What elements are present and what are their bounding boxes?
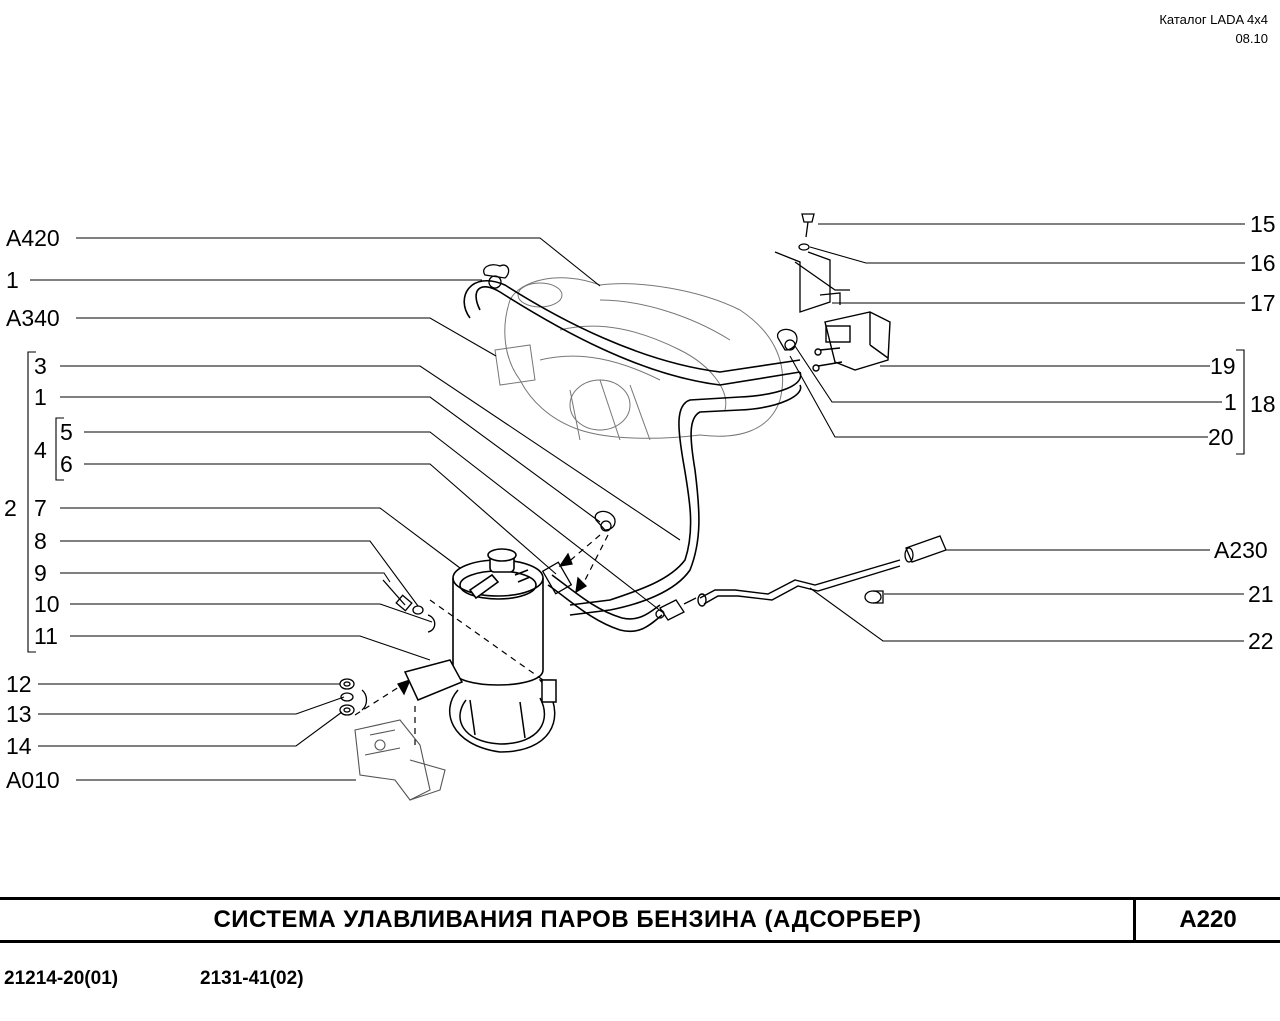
title-bar: СИСТЕМА УЛАВЛИВАНИЯ ПАРОВ БЕНЗИНА (АДСОР… (0, 897, 1280, 943)
washer-14 (339, 704, 355, 716)
model-code-2: 2131-41(02) (200, 968, 304, 989)
model-code-1: 21214-20(01) (4, 968, 119, 989)
parts-diagram: A420 1 A340 3 1 4 5 6 2 7 8 9 10 11 12 1… (4, 211, 1276, 801)
callout-22: 22 (1248, 628, 1274, 654)
hose-fitting (655, 597, 697, 621)
callout-4: 4 (34, 437, 47, 463)
callout-8: 8 (34, 528, 47, 554)
catalog-name: Каталог LADA 4x4 (1159, 12, 1268, 27)
callout-a230: A230 (1214, 537, 1268, 563)
callout-6: 6 (60, 451, 73, 477)
leader-11 (70, 635, 431, 661)
catalog-date: 08.10 (1235, 31, 1268, 46)
callout-2: 2 (4, 495, 17, 521)
hose-clamp-top (483, 264, 510, 289)
bracket-group-4 (55, 417, 64, 481)
callout-a420: A420 (6, 225, 60, 251)
valve-bracket-17 (774, 251, 850, 313)
callout-20: 20 (1208, 424, 1234, 450)
callout-15: 15 (1250, 211, 1276, 237)
callout-13: 13 (6, 701, 32, 727)
leader-10 (70, 603, 433, 623)
canister-hose (547, 584, 663, 633)
callout-17: 17 (1250, 290, 1276, 316)
washer-13 (340, 692, 354, 702)
page-title: СИСТЕМА УЛАВЛИВАНИЯ ПАРОВ БЕНЗИНА (АДСОР… (213, 906, 922, 933)
bracket-group-2 (27, 351, 36, 653)
leader-6 (84, 463, 557, 575)
callout-10: 10 (34, 591, 60, 617)
leader-9 (60, 572, 391, 583)
leader-1-mid (60, 396, 601, 523)
vapor-hose (463, 279, 802, 616)
callout-1-mid: 1 (34, 384, 47, 410)
canister-strap (403, 659, 557, 753)
leader-7 (60, 507, 461, 569)
callout-3: 3 (34, 353, 47, 379)
leader-a420 (76, 237, 601, 287)
adsorber-canister (452, 548, 544, 686)
leader-14 (38, 711, 343, 747)
body-bracket (354, 719, 446, 801)
leader-22 (809, 587, 1244, 642)
callout-9: 9 (34, 560, 47, 586)
plug-21 (864, 590, 884, 604)
leader-13 (38, 696, 345, 715)
hose-clamp-valve (776, 328, 798, 351)
callout-18: 18 (1250, 391, 1276, 417)
washer-16 (798, 243, 810, 251)
title-divider (1133, 900, 1136, 940)
intake-manifold (494, 277, 784, 441)
bracket-group-18 (1236, 349, 1245, 455)
callout-a340: A340 (6, 305, 60, 331)
leader-3 (60, 365, 681, 541)
nut-12 (339, 678, 355, 690)
callout-1-right: 1 (1224, 389, 1237, 415)
callout-7: 7 (34, 495, 47, 521)
leader-a340 (76, 317, 497, 357)
section-code: A220 (1179, 906, 1237, 933)
hose-a230 (904, 535, 947, 563)
callout-1-top: 1 (6, 267, 19, 293)
callout-16: 16 (1250, 250, 1276, 276)
purge-valve-19 (812, 311, 891, 372)
hose-clamp-mid (594, 510, 616, 532)
callout-19: 19 (1210, 353, 1236, 379)
metal-tube (697, 559, 901, 607)
leader-1-right (794, 345, 1222, 403)
callout-a010: A010 (6, 767, 60, 793)
callout-11: 11 (34, 623, 58, 649)
bolt-9 (382, 579, 413, 612)
leader-16 (809, 246, 1245, 264)
screw-15 (801, 213, 815, 238)
callout-12: 12 (6, 671, 32, 697)
leader-8 (60, 540, 419, 607)
callout-5: 5 (60, 419, 73, 445)
leader-20 (789, 355, 1208, 438)
callout-14: 14 (6, 733, 32, 759)
spacer-10 (427, 614, 436, 633)
callout-21: 21 (1248, 581, 1274, 607)
leader-5 (84, 431, 663, 613)
washer-8 (412, 605, 424, 615)
